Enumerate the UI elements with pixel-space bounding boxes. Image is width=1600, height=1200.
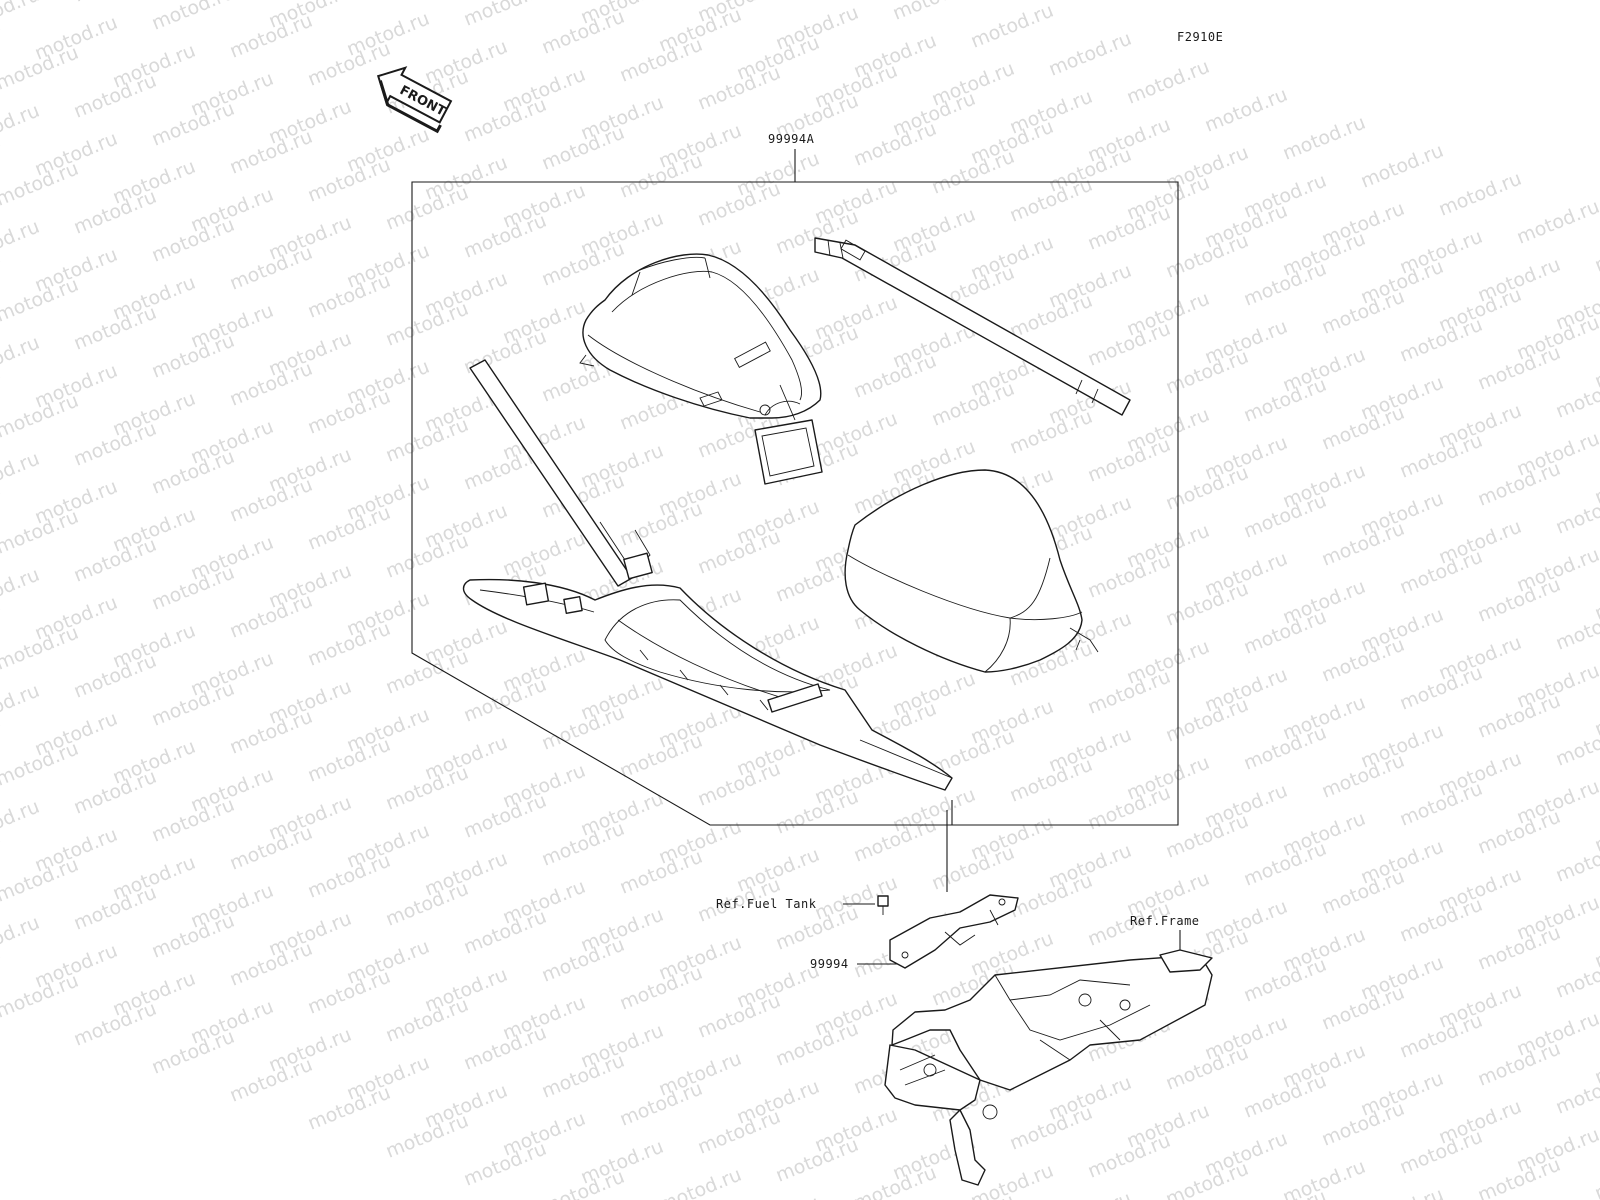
watermark-text: motod.ru <box>0 362 4 415</box>
watermark-text: motod.ru <box>0 100 43 153</box>
watermark-text: motod.ru <box>656 1164 745 1200</box>
watermark-text: motod.ru <box>1358 140 1447 193</box>
tank-harness <box>462 359 953 791</box>
front-arrow-icon: FRONT <box>376 66 453 134</box>
watermark-text: motod.ru <box>734 1192 823 1200</box>
watermark-text: motod.ru <box>1124 56 1213 109</box>
watermark-text: motod.ru <box>1514 196 1600 249</box>
watermark-text: motod.ru <box>0 0 43 37</box>
watermark-text: motod.ru <box>0 564 43 617</box>
watermark-text: motod.ru <box>0 594 4 647</box>
watermark-text: motod.ru <box>0 246 4 299</box>
watermark-text: motod.ru <box>0 448 43 501</box>
seat-cover <box>844 469 1099 673</box>
watermark-text: motod.ru <box>0 826 4 879</box>
watermark-text: motod.ru <box>0 912 43 965</box>
watermark-text: motod.ru <box>968 0 1057 53</box>
watermark-text: motod.ru <box>0 796 43 849</box>
kit-to-frame-leader <box>946 800 953 892</box>
watermark-text: motod.ru <box>0 130 4 183</box>
watermark-text: motod.ru <box>1592 224 1600 277</box>
watermark-text: motod.ru <box>1358 1184 1447 1200</box>
diagram-code: F2910E <box>1177 30 1223 44</box>
watermark-text: motod.ru <box>1592 1152 1600 1200</box>
watermark-text: motod.ru <box>0 14 4 67</box>
tank-bag <box>579 253 823 485</box>
watermark-text: motod.ru <box>0 332 43 385</box>
watermark-text: motod.ru <box>1202 84 1291 137</box>
watermark-text: motod.ru <box>0 216 43 269</box>
callout-fuel-tank: Ref.Fuel Tank <box>716 897 817 911</box>
watermark-text: motod.ru <box>0 942 4 995</box>
watermark-text: motod.ru <box>1436 168 1525 221</box>
watermark-text: motod.ru <box>0 478 4 531</box>
bracket <box>889 894 1019 969</box>
watermark-text: motod.ru <box>71 0 160 7</box>
frame <box>884 949 1213 1186</box>
watermark-text: motod.ru <box>383 0 472 3</box>
kit-boundary-box <box>411 181 1179 826</box>
callout-kit-number: 99994A <box>768 132 815 146</box>
bolt-icon <box>877 895 889 915</box>
watermark-text: motod.ru <box>461 0 550 31</box>
callout-frame: Ref.Frame <box>1130 914 1200 928</box>
strap <box>814 237 1131 416</box>
watermark-text: motod.ru <box>1046 1188 1135 1200</box>
watermark-text: motod.ru <box>0 680 43 733</box>
watermark-text: motod.ru <box>0 710 4 763</box>
watermark-text: motod.ru <box>1280 112 1369 165</box>
callout-bracket-number: 99994 <box>810 957 849 971</box>
watermark-text: motod.ru <box>890 0 979 25</box>
watermark-text: motod.ru <box>1046 28 1135 81</box>
watermark-text: motod.ru <box>149 0 238 35</box>
